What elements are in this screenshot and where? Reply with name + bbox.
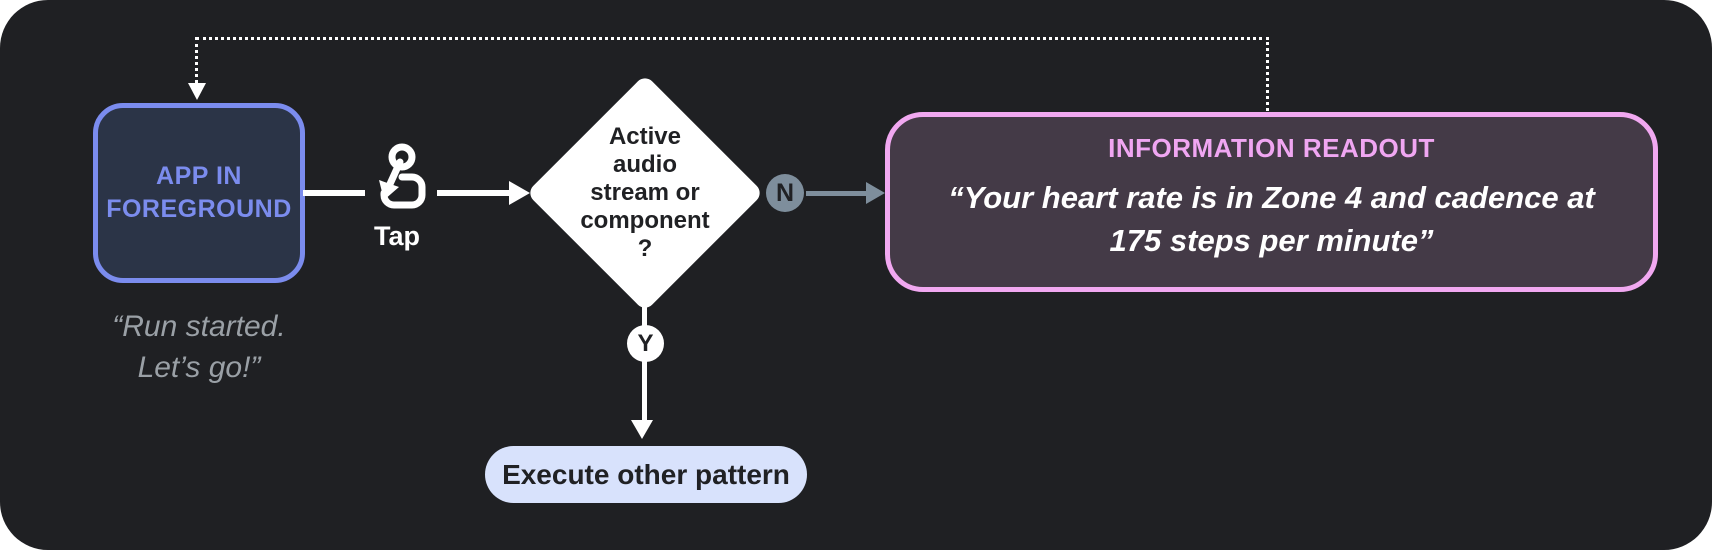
feedback-arrowhead-icon xyxy=(188,83,206,100)
branch-yes-badge: Y xyxy=(627,325,664,362)
arrowhead-into-action-icon xyxy=(631,420,653,439)
tap-gesture-icon xyxy=(379,143,426,209)
connector-yes-to-action xyxy=(642,360,647,422)
feedback-loop-line-left xyxy=(195,37,198,83)
app-node-label: APP IN FOREGROUND xyxy=(106,162,292,223)
connector-no-to-readout xyxy=(806,191,867,196)
connector-decision-to-yes xyxy=(642,306,647,328)
connector-tap-to-decision xyxy=(437,190,511,196)
arrowhead-into-readout-icon xyxy=(866,182,885,204)
tap-label: Tap xyxy=(374,221,420,251)
arrowhead-into-decision-icon xyxy=(509,181,530,205)
execute-other-pattern-node: Execute other pattern xyxy=(485,446,807,503)
connector-app-to-tap xyxy=(303,190,365,196)
feedback-loop-line-right xyxy=(1266,37,1269,111)
feedback-loop-line-horizontal xyxy=(196,37,1269,40)
decision-label: Active audio stream or component ? xyxy=(580,123,710,262)
branch-no-badge: N xyxy=(766,174,804,212)
readout-title: INFORMATION READOUT xyxy=(1108,133,1435,163)
readout-quote: “Your heart rate is in Zone 4 and cadenc… xyxy=(948,180,1595,258)
app-in-foreground-node: APP IN FOREGROUND xyxy=(93,103,305,283)
voice-caption-run-started: “Run started. Let’s go!” xyxy=(112,310,286,384)
information-readout-node: INFORMATION READOUT “Your heart rate is … xyxy=(885,112,1658,292)
